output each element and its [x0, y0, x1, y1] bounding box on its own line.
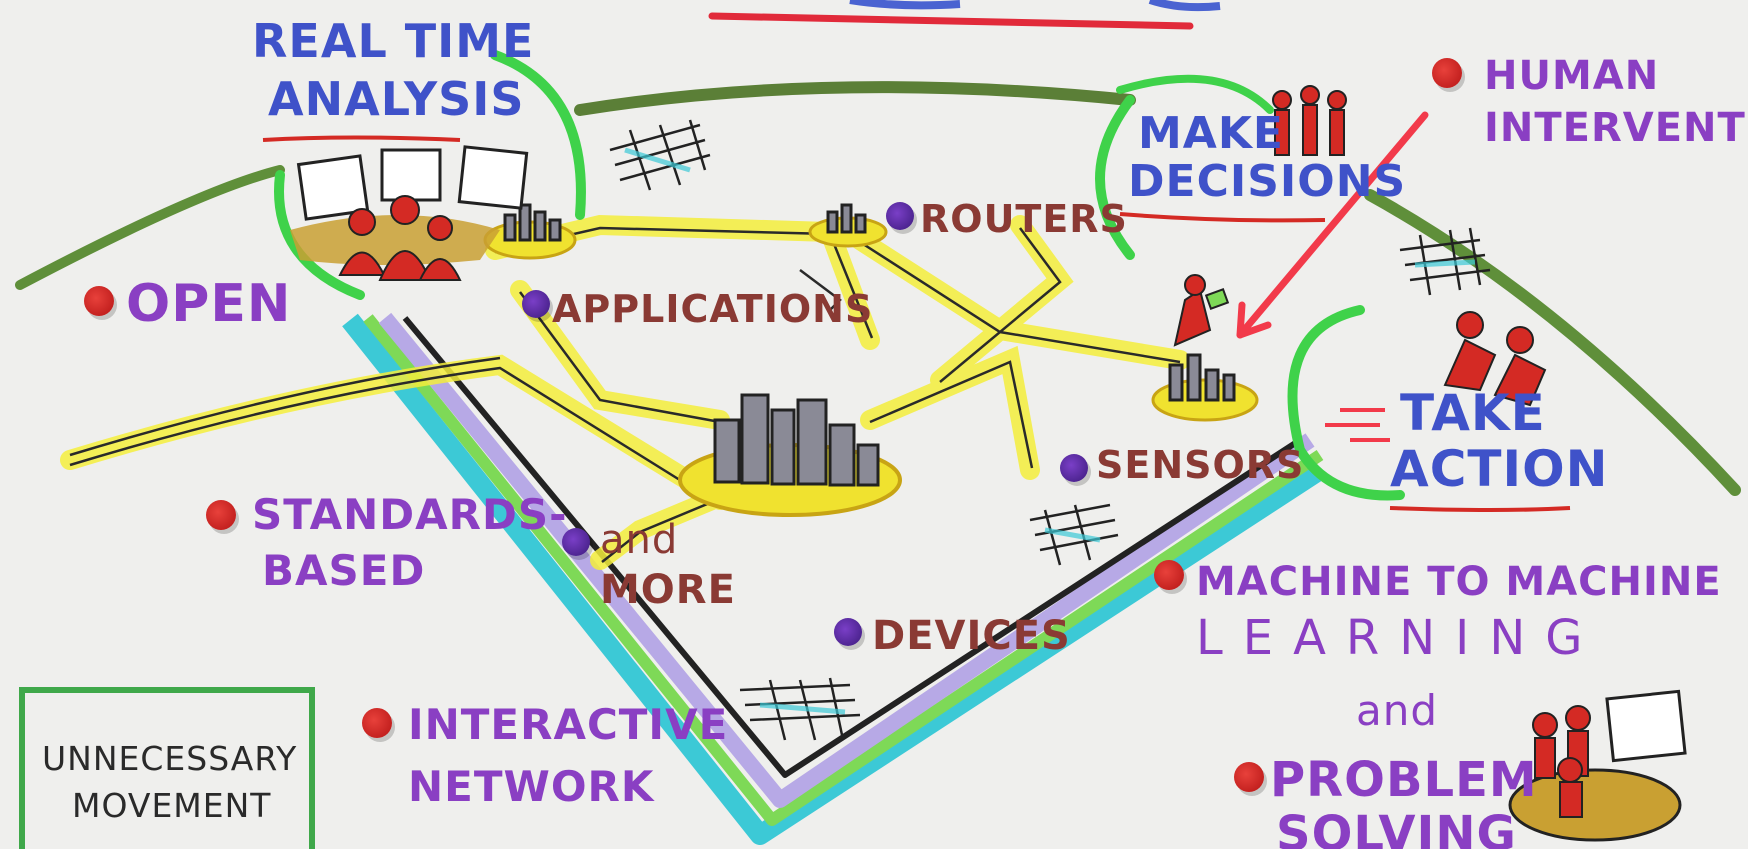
label-interactive-network: INTERACTIVE NETWORK	[408, 704, 728, 808]
label-machine-to-machine: MACHINE TO MACHINE	[1196, 559, 1722, 605]
label-open: OPEN	[126, 274, 292, 334]
decisions-underline	[1119, 212, 1326, 223]
label-unnecessary-movement: UNNECESSARY MOVEMENT	[42, 742, 297, 822]
label-solving: SOLVING	[1276, 806, 1517, 849]
action-underline	[1389, 506, 1571, 512]
platform-band-black	[402, 316, 1302, 778]
label-and-more-and: and	[600, 517, 679, 563]
label-unnecessary: UNNECESSARY	[42, 739, 298, 778]
label-based: BASED	[262, 546, 426, 595]
label-analysis: ANALYSIS	[268, 72, 525, 126]
analysis-underline	[262, 135, 461, 142]
bullet-open	[84, 286, 114, 316]
title-underline	[708, 12, 1194, 30]
solving-people	[1532, 705, 1591, 818]
node-routers	[886, 202, 914, 230]
unnecessary-movement-box	[19, 687, 315, 849]
label-and-more: and MORE	[600, 520, 736, 610]
label-applications: APPLICATIONS	[552, 287, 874, 331]
label-learning: LEARNING	[1196, 610, 1603, 666]
label-real-time: REAL TIME	[252, 14, 535, 68]
action-people	[1443, 311, 1547, 407]
horizon-arc-right	[1364, 189, 1741, 496]
horizon-arc-top	[574, 81, 1136, 116]
label-human-intervention: HUMAN INTERVENTION	[1484, 56, 1748, 148]
intervention-arrow	[1236, 111, 1429, 339]
label-standards: STANDARDS-	[252, 490, 568, 539]
decisions-people	[1272, 85, 1347, 156]
node-and-more	[562, 528, 590, 556]
title-fragment	[849, 0, 1221, 12]
label-movement: MOVEMENT	[72, 786, 272, 825]
label-routers: ROUTERS	[920, 197, 1128, 241]
label-and: and	[1356, 686, 1439, 735]
label-and-more-more: MORE	[600, 567, 736, 613]
label-real-time-analysis: REAL TIME ANALYSIS	[252, 18, 534, 122]
bullet-human-intervention	[1432, 58, 1462, 88]
label-make: MAKE	[1138, 108, 1284, 159]
label-make-decisions: MAKE DECISIONS	[1128, 112, 1406, 204]
label-devices: DEVICES	[872, 613, 1071, 659]
label-take: TAKE	[1400, 384, 1546, 442]
platform-band-green	[363, 314, 1324, 826]
worker-figure	[1173, 288, 1212, 347]
solving-board	[1605, 689, 1687, 763]
node-sensors	[1060, 454, 1088, 482]
node-devices	[834, 618, 862, 646]
bullet-problem-solving	[1234, 762, 1264, 792]
network-lines	[69, 226, 1181, 563]
action-green-bracket	[1287, 305, 1405, 501]
label-intervention: INTERVENTION	[1484, 105, 1748, 151]
label-human: HUMAN	[1484, 53, 1660, 99]
bullet-interactive-network	[362, 708, 392, 738]
central-city-buildings	[713, 393, 880, 487]
label-problem-solving: PROBLEM SOLVING	[1270, 756, 1538, 849]
label-take-action: TAKE ACTION	[1390, 388, 1608, 494]
label-network: NETWORK	[408, 762, 655, 811]
label-problem: PROBLEM	[1270, 752, 1538, 808]
platform-band-lavender	[378, 312, 1315, 808]
node-applications	[522, 290, 550, 318]
decisions-green-bracket	[1095, 95, 1135, 260]
platform-band-cyan	[342, 313, 1326, 845]
bullet-machine-learning	[1154, 560, 1184, 590]
solving-table	[1508, 768, 1682, 842]
horizon-arc-left	[15, 165, 285, 290]
label-interactive: INTERACTIVE	[408, 700, 729, 749]
label-action: ACTION	[1390, 440, 1609, 498]
analysis-screens	[296, 145, 529, 221]
label-decisions: DECISIONS	[1128, 156, 1407, 207]
bullet-standards-based	[206, 500, 236, 530]
analysis-people	[338, 195, 462, 281]
label-standards-based: STANDARDS- BASED	[252, 494, 568, 592]
analysis-green-bracket	[490, 50, 586, 220]
label-sensors: SENSORS	[1096, 443, 1305, 487]
